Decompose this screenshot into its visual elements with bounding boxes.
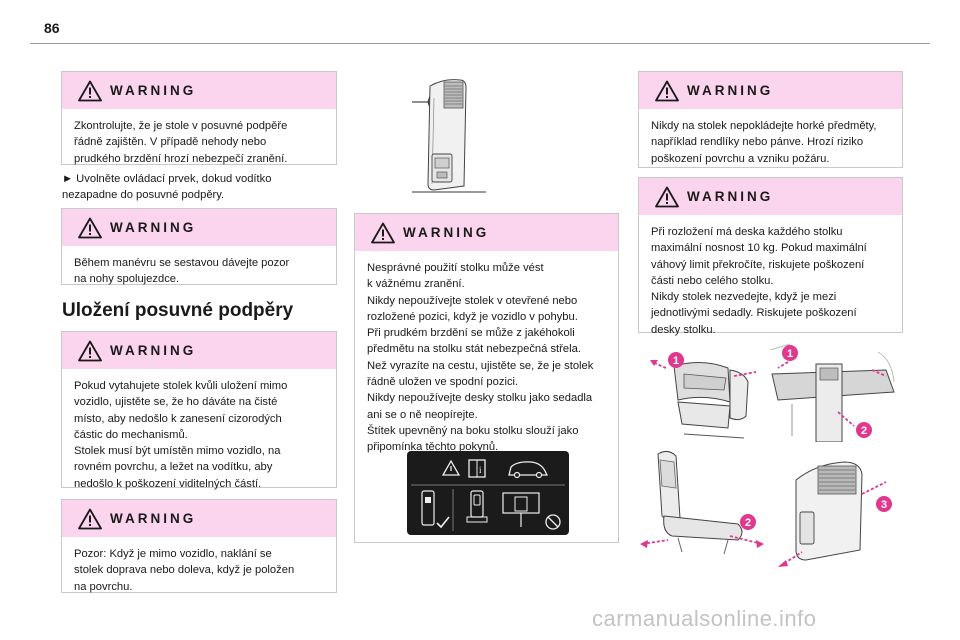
warning-box-hot-objects: WARNING Nikdy na stolek nepokládejte hor… — [638, 71, 903, 168]
svg-text:3: 3 — [881, 499, 887, 511]
warning-title: WARNING — [687, 189, 774, 204]
seat-illustration-3: 2 — [640, 450, 764, 555]
section-title: Uložení posuvné podpěry — [62, 300, 294, 321]
warning-box-tilting: WARNING Pozor: Když je mimo vozidlo, nak… — [61, 499, 337, 593]
warning-box-table-secured: WARNING Zkontrolujte, že je stole v posu… — [61, 71, 337, 165]
svg-text:2: 2 — [861, 425, 867, 437]
warning-header: WARNING — [62, 332, 336, 369]
callout-2-badge: 2 — [740, 514, 756, 530]
warning-text: Při rozložení má deska každého stolku ma… — [651, 226, 867, 336]
warning-triangle-icon — [441, 459, 461, 476]
callout-3-badge: 3 — [876, 496, 892, 512]
svg-text:1: 1 — [787, 348, 793, 360]
warning-title: WARNING — [110, 83, 197, 98]
manual-book-icon: i — [468, 459, 486, 478]
svg-text:i: i — [479, 465, 482, 475]
warning-text: Nikdy na stolek nepokládejte horké předm… — [651, 120, 877, 165]
warning-header: WARNING — [639, 72, 902, 109]
warning-text: Pozor: Když je mimo vozidlo, naklání se … — [74, 548, 295, 593]
callout-1-badge: 1 — [668, 352, 684, 368]
warning-title: WARNING — [110, 511, 197, 526]
warning-text: Pokud vytahujete stolek kvůli uložení mi… — [74, 380, 288, 490]
table-with-tray-icon — [466, 490, 488, 523]
warning-header: WARNING — [639, 178, 902, 215]
warning-header: WARNING — [62, 500, 336, 537]
warning-title: WARNING — [110, 220, 197, 235]
warning-text: Nesprávné použití stolku může vést k váž… — [367, 262, 594, 454]
watermark: carmanualsonline.info — [592, 606, 817, 631]
warning-header: WARNING — [62, 209, 336, 246]
warning-triangle-icon — [78, 80, 102, 101]
stowed-table-ok-icon — [421, 490, 450, 529]
warning-triangle-icon — [655, 186, 679, 207]
warning-box-passenger-feet: WARNING Během manévru se sestavou dávejt… — [61, 208, 337, 285]
table-support-side-illustration — [412, 79, 486, 193]
warning-triangle-icon — [655, 80, 679, 101]
warning-box-max-load: WARNING Při rozložení má deska každého s… — [638, 177, 903, 336]
warning-box-storage-outside: WARNING Pokud vytahujete stolek kvůli ul… — [61, 331, 337, 490]
open-table-forbidden-icon — [502, 492, 561, 530]
warning-title: WARNING — [687, 83, 774, 98]
warning-title: WARNING — [110, 343, 197, 358]
seat-table-illustration-2: 1 2 — [769, 343, 895, 442]
vehicle-icon — [508, 461, 549, 479]
header-divider — [30, 43, 930, 44]
warning-triangle-icon — [78, 217, 102, 238]
warning-box-improper-use: WARNING Nesprávné použití stolku může vé… — [354, 213, 619, 543]
warning-triangle-icon — [371, 222, 395, 243]
svg-text:1: 1 — [673, 355, 679, 367]
callout-2-badge: 2 — [856, 422, 872, 438]
callout-1-badge: 1 — [782, 345, 798, 361]
warning-header: WARNING — [355, 214, 618, 251]
warning-header: WARNING — [62, 72, 336, 109]
warning-triangle-icon — [78, 508, 102, 529]
warning-label-sticker-illustration: i — [407, 451, 569, 535]
warning-title: WARNING — [403, 225, 490, 240]
seat-table-illustration-1: 1 — [650, 352, 757, 439]
page-number: 86 — [44, 20, 60, 36]
svg-text:2: 2 — [745, 517, 751, 529]
warning-text: Zkontrolujte, že je stole v posuvné podp… — [74, 120, 288, 165]
warning-text: Během manévru se sestavou dávejte pozor … — [74, 257, 290, 286]
warning-triangle-icon — [78, 340, 102, 361]
instruction-step: ► Uvolněte ovládací prvek, dokud vodítko… — [62, 173, 272, 202]
table-support-illustration-4: 3 — [778, 461, 892, 567]
